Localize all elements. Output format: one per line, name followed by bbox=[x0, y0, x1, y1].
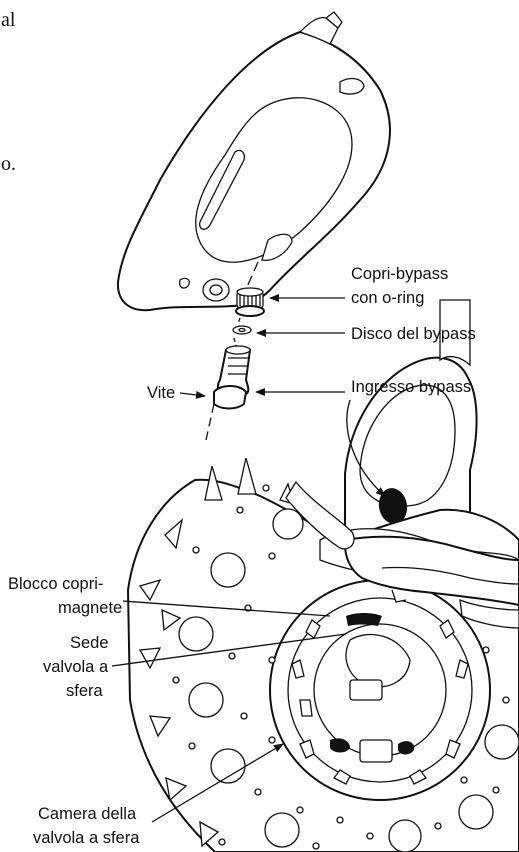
vite-label: Vite bbox=[147, 384, 175, 402]
clipped-text-fragment-middle: o. bbox=[1, 153, 16, 175]
copri-bypass-label-line2: con o-ring bbox=[351, 289, 424, 307]
blocco-copri-magnete-label-line1: Blocco copri- bbox=[8, 575, 103, 593]
bypass-cover-part bbox=[236, 288, 264, 316]
bypass-disc-part bbox=[233, 318, 251, 334]
disco-bypass-label: Disco del bypass bbox=[351, 325, 476, 343]
sede-valvola-label-line3: sfera bbox=[66, 682, 104, 700]
handle-illustration bbox=[118, 12, 390, 310]
bypass-inlet-part bbox=[206, 338, 250, 440]
camera-valvola-label-line1: Camera della bbox=[38, 805, 137, 823]
sede-valvola-label-line2: valvola a bbox=[43, 658, 109, 676]
vite-arrow bbox=[180, 393, 205, 396]
ingresso-bypass-label: Ingresso bypass bbox=[351, 378, 471, 396]
camera-valvola-label-line2: valvola a sfera bbox=[33, 829, 140, 847]
sede-valvola-label-line1: Sede bbox=[70, 634, 109, 652]
clipped-text-fragment-top: al bbox=[1, 9, 16, 31]
blocco-copri-magnete-label-line2: magnete bbox=[58, 599, 122, 617]
copri-bypass-label-line1: Copri-bypass bbox=[351, 265, 448, 283]
